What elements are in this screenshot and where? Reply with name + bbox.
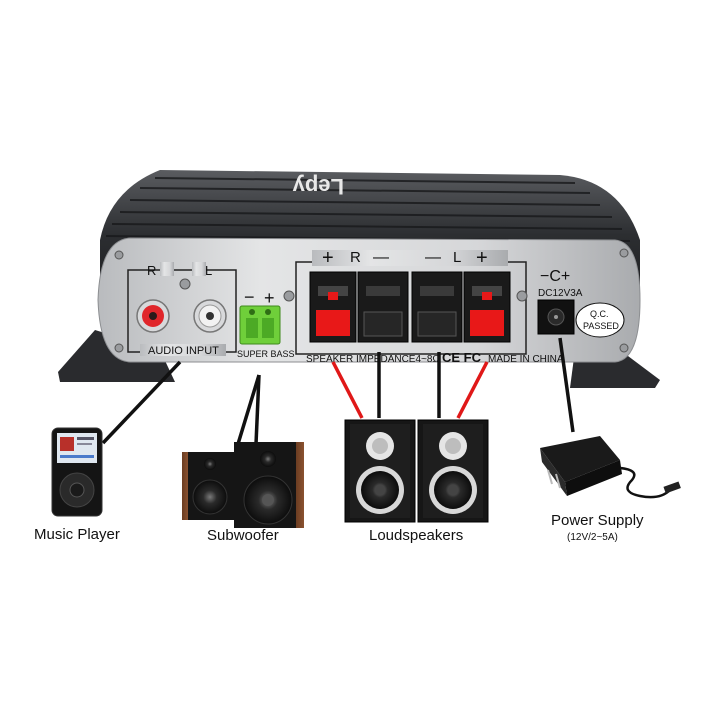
power-supply-sublabel: (12V/2~5A): [567, 532, 618, 543]
terminal-label-l-minus: —: [425, 249, 441, 266]
power-adapter-icon: [540, 436, 681, 499]
amplifier: Lepy R L AUDIO INPUT − +: [58, 170, 660, 388]
speaker-terminal-l-minus: [411, 271, 463, 343]
speaker-terminal-l-plus: [463, 271, 511, 343]
wire-speaker-r-plus: [331, 361, 364, 419]
speaker-impedance-label: SPEAKER IMPEDANCE4~8Ω: [306, 354, 440, 365]
terminal-label-r-minus: —: [373, 249, 389, 266]
loudspeakers-label: Loudspeakers: [369, 527, 464, 544]
svg-text:Q.C.: Q.C.: [590, 309, 609, 319]
brand-logo: Lepy: [292, 174, 344, 199]
dc-power-jack: [537, 299, 575, 335]
power-supply-label: Power Supply: [551, 512, 644, 529]
terminal-label-l: L: [453, 249, 461, 266]
heatsink-fins: [105, 177, 631, 242]
music-player-icon: [51, 427, 103, 517]
audio-input-title: AUDIO INPUT: [148, 345, 219, 357]
wire-subwoofer-a: [236, 374, 261, 445]
screw-icon: [619, 248, 629, 258]
wire-speaker-l-plus: [456, 361, 489, 419]
certification-marks: CE FC: [442, 350, 482, 365]
super-bass-label: SUPER BASS: [237, 349, 295, 359]
super-bass-minus: −: [244, 287, 255, 307]
terminal-label-l-plus: +: [476, 247, 488, 269]
super-bass-terminal: [239, 305, 281, 345]
screw-icon: [283, 290, 295, 302]
music-player-label: Music Player: [34, 526, 120, 543]
terminal-label-r: R: [350, 249, 361, 266]
audio-input-left-label: L: [205, 263, 212, 278]
speaker-terminal-r-plus: [309, 271, 357, 343]
audio-input-right-label: R: [147, 263, 156, 278]
super-bass-plus: +: [264, 288, 275, 308]
svg-text:PASSED: PASSED: [583, 321, 619, 331]
loudspeaker-right: [344, 419, 416, 523]
qc-passed-stamp: Q.C. PASSED: [575, 302, 625, 338]
subwoofer-icon: [182, 442, 304, 528]
screw-icon: [114, 343, 124, 353]
wire-subwoofer-b: [254, 374, 261, 445]
subwoofer-label: Subwoofer: [207, 527, 279, 544]
wire-power: [558, 337, 575, 433]
speaker-terminal-r-minus: [357, 271, 409, 343]
wire-music-player: [101, 360, 182, 445]
dc-rating-label: DC12V3A: [538, 288, 583, 299]
dc-polarity-symbol: −C+: [540, 268, 570, 285]
made-in-label: MADE IN CHINA: [488, 354, 564, 365]
loudspeakers-icon: [344, 419, 489, 523]
screw-icon: [179, 278, 191, 290]
rca-jack-right: [136, 299, 170, 333]
screw-icon: [516, 290, 528, 302]
screw-icon: [619, 343, 629, 353]
loudspeaker-left: [417, 419, 489, 523]
connection-wires: [101, 337, 575, 445]
rca-jack-left: [193, 299, 227, 333]
terminal-label-r-plus: +: [322, 247, 334, 269]
screw-icon: [114, 250, 124, 260]
